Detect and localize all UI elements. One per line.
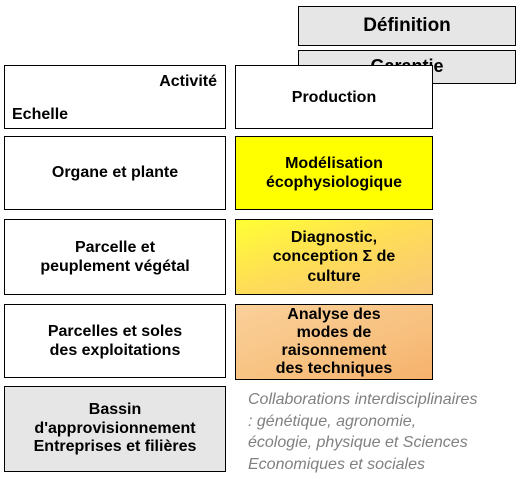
scale-line: peuplement végétal [40, 258, 190, 275]
activity-line: Analyse des [287, 306, 381, 324]
note-line: Economiques et sociales [248, 455, 425, 473]
activite-label: Activité [159, 73, 217, 90]
activity-line: des techniques [275, 359, 393, 377]
definition-label: Définition [363, 14, 451, 36]
production-header-box: Production [235, 65, 433, 129]
echelle-label: Echelle [12, 105, 69, 123]
collaborations-note: Collaborations interdisciplinaires : gén… [248, 389, 520, 475]
scale-line: des exploitations [49, 342, 181, 359]
activity-box-diagnostic: Diagnostic, conception Σ de culture [235, 219, 433, 295]
scale-box-bassin: Bassin d'approvisionnement Entreprises e… [4, 386, 226, 472]
scale-line: Parcelle et [74, 238, 156, 256]
scale-line: d'approvisionnement [34, 419, 196, 437]
definition-box: Définition [298, 6, 516, 46]
scale-line: Parcelles et soles [47, 322, 183, 340]
activity-box-analyse: Analyse des modes de raisonnement des te… [235, 304, 433, 380]
corner-box: Activité Echelle [4, 65, 226, 129]
scale-line: Organe et plante [51, 164, 179, 182]
note-line: écologie, physique et Sciences [248, 434, 468, 452]
activity-line: raisonnement [281, 342, 387, 359]
scale-box-organe: Organe et plante [4, 136, 226, 210]
activity-line: culture [307, 267, 361, 285]
scale-box-parcelles-soles: Parcelles et soles des exploitations [4, 304, 226, 378]
activity-line: conception Σ de [272, 248, 396, 266]
note-line: : génétique, agronomie, [248, 412, 417, 430]
scale-line: Entreprises et filières [33, 438, 197, 456]
activity-box-modelisation: Modélisation écophysiologique [235, 136, 433, 210]
production-label: Production [291, 89, 377, 106]
scale-box-parcelle: Parcelle et peuplement végétal [4, 219, 226, 295]
activity-line: Modélisation [285, 154, 383, 172]
note-line: Collaborations interdisciplinaires [248, 391, 478, 408]
activity-line: modes de [296, 324, 372, 342]
scale-line: Bassin [88, 400, 142, 418]
activity-line: écophysiologique [265, 174, 402, 191]
activity-line: Diagnostic, [290, 229, 378, 247]
